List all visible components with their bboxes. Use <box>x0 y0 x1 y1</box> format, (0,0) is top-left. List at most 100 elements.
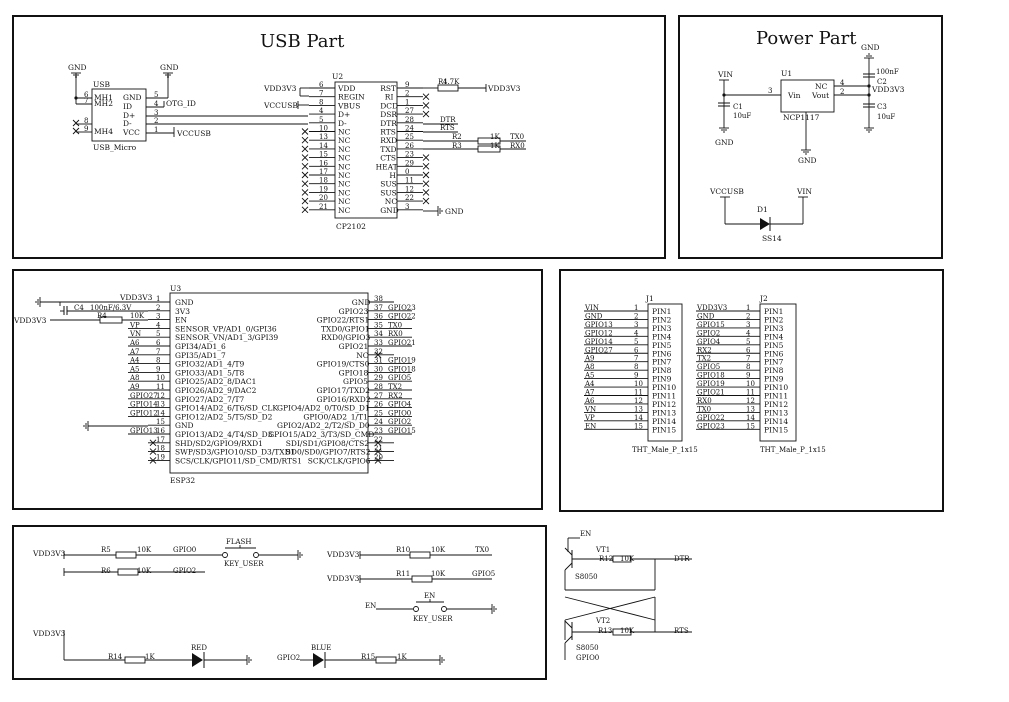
r13-val: 10K <box>620 627 635 635</box>
c2-ref: C2 <box>877 78 887 86</box>
esp32-right-pin-name: GPIO21 <box>339 342 369 351</box>
otg-id-net: OTG_ID <box>166 99 196 108</box>
j1-pin-num: 12 <box>634 397 643 405</box>
usb-part-title: USB Part <box>260 31 345 52</box>
esp32-right-pin-num: 37 <box>374 304 383 312</box>
j2-pin-name: PIN5 <box>764 341 784 350</box>
en-net: EN <box>365 602 376 610</box>
cp2102-left-pin-num: 19 <box>319 185 328 193</box>
cp2102-left-pin-name: REGIN <box>338 93 365 102</box>
vt2-ref: VT2 <box>595 617 610 625</box>
r1-net: VDD3V3 <box>487 84 521 93</box>
esp32-left-net: A6 <box>129 339 140 347</box>
r5-val: 10K <box>137 546 152 554</box>
j2-net: TX0 <box>697 405 711 413</box>
r3-ref: R3 <box>452 142 462 150</box>
esp32-name: ESP32 <box>170 476 195 485</box>
j1-pin-name: PIN2 <box>652 315 672 324</box>
esp32-left-net: GPIO14 <box>130 401 158 409</box>
r3-net: RX0 <box>510 142 525 150</box>
j1-pin-num: 1 <box>634 304 638 312</box>
esp32-right-pin-name: SD0/SD0/GPIO7/RTS2 <box>286 448 371 457</box>
esp32-left-pin-num: 9 <box>156 365 160 373</box>
en-label: EN <box>424 592 435 600</box>
j1-net: GPIO14 <box>585 338 613 346</box>
r12-val: 10K <box>620 555 635 563</box>
j2-net: GPIO19 <box>697 380 725 388</box>
cp2102-right-pin-num: 29 <box>405 159 414 167</box>
r11-val: 10K <box>431 570 446 578</box>
cp2102-right-pin-name: RST <box>380 84 396 93</box>
led-vdd: VDD3V3 <box>32 629 66 638</box>
r3-val: 1K <box>490 142 500 150</box>
r1-val: 4.7K <box>443 78 460 86</box>
esp32-right-pin-name: GPIO17/TXD2 <box>317 386 371 395</box>
j2-pin-num: 3 <box>746 321 750 329</box>
j2-pin-name: PIN12 <box>764 400 788 409</box>
cp2102-right-pin-num: 25 <box>405 133 414 141</box>
red-label: RED <box>191 644 207 652</box>
c2-val: 100nF <box>876 68 899 76</box>
cp2102-rts-net: RTS <box>440 124 455 132</box>
blue-label: BLUE <box>311 644 331 652</box>
j2-pin-num: 5 <box>746 338 750 346</box>
nc-marker <box>301 136 309 144</box>
cp2102-left-pin-num: 8 <box>319 98 323 106</box>
nc-marker <box>301 206 309 214</box>
j1-net: GPIO13 <box>585 321 613 329</box>
j1-pin-num: 5 <box>634 338 638 346</box>
esp32-right-pin-num: 25 <box>374 409 383 417</box>
r2-val: 1K <box>490 133 500 141</box>
usb-left-pin-name: MH2 <box>94 99 113 108</box>
j1-net: VIN <box>584 304 599 312</box>
u1-vin: Vin <box>787 91 801 100</box>
esp32-ref: U3 <box>170 284 181 293</box>
j2-pin-num: 1 <box>746 304 750 312</box>
dtr-net: DTR <box>674 555 690 563</box>
j2-pin-name: PIN15 <box>764 425 788 434</box>
c4-ref: C4 <box>74 304 84 312</box>
j2-pin-num: 12 <box>746 397 755 405</box>
j1-pin-name: PIN10 <box>652 383 676 392</box>
j2-pin-name: PIN11 <box>764 392 788 401</box>
j2-net: GPIO22 <box>697 414 725 422</box>
esp32-right-pin-num: 27 <box>374 392 383 400</box>
j2-pin-name: PIN7 <box>764 358 784 367</box>
j2-net: RX0 <box>697 397 712 405</box>
esp32-left-pin-name: GPI35/AD1_7 <box>175 351 226 360</box>
cp2102-right-pin-num: 0 <box>405 168 409 176</box>
cp2102-vdd-net: VDD3V3 <box>263 84 297 93</box>
esp32-left-pin-num: 16 <box>156 427 165 435</box>
esp32-right-pin-name: GPIO18 <box>339 368 369 377</box>
j1-pin-name: PIN9 <box>652 375 672 384</box>
esp32-frame <box>12 269 543 510</box>
cp2102-ref: U2 <box>332 72 343 81</box>
esp32-right-net: GPIO0 <box>388 409 411 417</box>
usb-left-pin-num: 9 <box>84 125 88 133</box>
j2-pin-num: 2 <box>746 312 750 320</box>
cp2102-left-pin-name: NC <box>338 171 351 180</box>
c3-val: 10uF <box>877 113 895 121</box>
cp2102-left-pin-name: D- <box>338 119 347 128</box>
j1-pin-num: 9 <box>634 372 638 380</box>
r10-ref: R10 <box>396 546 410 554</box>
j1-pin-name: PIN11 <box>652 392 676 401</box>
d1-val: SS14 <box>762 234 782 243</box>
esp32-right-pin-num: 32 <box>374 348 383 356</box>
esp32-right-pin-num: 30 <box>374 365 383 373</box>
j1-ref: J1 <box>645 294 654 303</box>
r11-vdd: VDD3V3 <box>326 574 360 583</box>
esp32-left-pin-num: 10 <box>156 374 165 382</box>
j1-net: A6 <box>584 397 595 405</box>
esp32-left-pin-name: SCS/CLK/GPIO11/SD_CMD/RTS1 <box>175 456 302 465</box>
usb-left-pin-num: 7 <box>84 97 88 105</box>
c3-ref: C3 <box>877 103 887 111</box>
power-gnd-1: GND <box>715 138 734 147</box>
esp32-left-pin-name: GND <box>175 421 194 430</box>
j2-net: VDD3V3 <box>696 304 727 312</box>
j2-pin-name: PIN1 <box>764 307 783 316</box>
cp2102-left-pin-num: 7 <box>319 90 323 98</box>
j1-pin-num: 13 <box>634 405 643 413</box>
headers-frame <box>559 269 944 512</box>
